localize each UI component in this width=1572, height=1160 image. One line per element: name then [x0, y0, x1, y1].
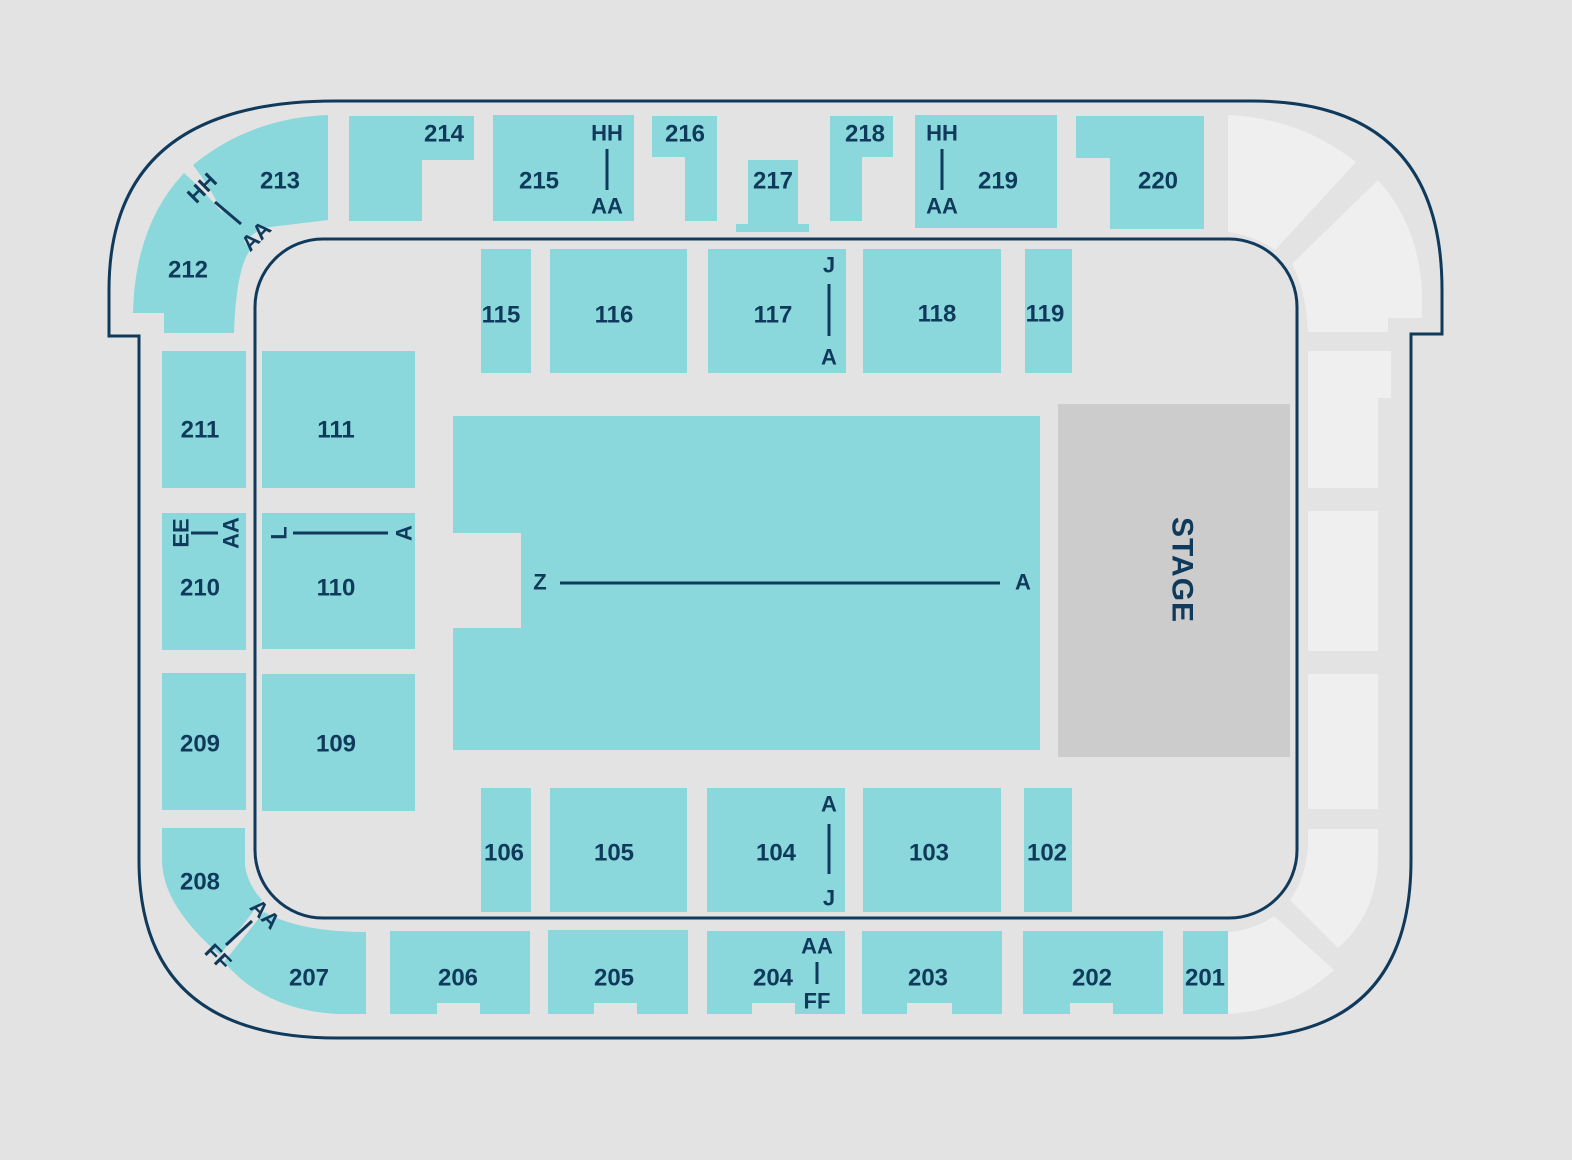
section-105[interactable] [550, 788, 687, 912]
section-213-label: 213 [260, 168, 300, 195]
section-202[interactable] [1023, 931, 1163, 1014]
unavailable-section [1308, 351, 1391, 488]
unavailable-section [1228, 916, 1334, 1014]
section-208-label: 208 [180, 869, 220, 896]
section-211-label: 211 [181, 417, 220, 444]
section-117-label: 117 [754, 302, 793, 329]
unavailable-section [1228, 115, 1356, 250]
section-209[interactable] [162, 673, 246, 810]
section-216-label: 216 [665, 121, 705, 148]
section-118[interactable] [863, 249, 1001, 373]
section-214[interactable] [349, 116, 474, 221]
section-117[interactable] [708, 249, 846, 373]
section-111-label: 111 [317, 417, 354, 444]
section-219[interactable] [915, 115, 1057, 228]
section-115-label: 115 [482, 302, 521, 329]
row-210-right-label: AA [219, 517, 244, 549]
section-220-label: 220 [1138, 168, 1178, 195]
section-210[interactable] [162, 513, 246, 650]
inner-bowl-outline [253, 237, 1299, 920]
section-217-label: 217 [753, 168, 793, 195]
unavailable-section [1290, 829, 1378, 948]
section-111[interactable] [262, 351, 415, 488]
row-110-left-label: L [267, 526, 292, 539]
row-117-bottom-label: A [821, 345, 837, 370]
section-204-label: 204 [753, 965, 794, 992]
section-203[interactable] [862, 931, 1002, 1014]
section-211[interactable] [162, 351, 246, 488]
section-214-label: 214 [424, 121, 465, 148]
section-104-label: 104 [756, 840, 797, 867]
row-204-top-label: AA [801, 934, 833, 959]
section-106-label: 106 [484, 840, 524, 867]
section-116-label: 116 [595, 302, 634, 329]
unavailable-section [1308, 511, 1378, 651]
section-119[interactable] [1025, 249, 1072, 373]
row-204-bottom-label: FF [804, 989, 831, 1014]
section-103[interactable] [863, 788, 1001, 912]
unavailable-section [1292, 180, 1422, 332]
section-106[interactable] [481, 788, 531, 912]
section-218[interactable] [830, 116, 893, 221]
section-205-label: 205 [594, 965, 634, 992]
section-202-label: 202 [1072, 965, 1112, 992]
section-119-label: 119 [1026, 301, 1065, 328]
section-215-label: 215 [519, 168, 559, 195]
floor-row-first-label: Z [533, 570, 546, 595]
unavailable-sections [1228, 115, 1422, 1014]
section-218-label: 218 [845, 121, 885, 148]
row-215-top-label: HH [591, 121, 623, 146]
row-104-top-label: A [821, 792, 837, 817]
section-105-label: 105 [594, 840, 634, 867]
row-215-bottom-label: AA [591, 194, 623, 219]
section-102-label: 102 [1027, 840, 1067, 867]
section-206[interactable] [390, 931, 530, 1014]
row-117-top-label: J [823, 253, 835, 278]
stage [1058, 404, 1290, 757]
section-205[interactable] [548, 930, 688, 1014]
section-207[interactable] [224, 912, 366, 1014]
row-104-bottom-label: J [823, 886, 835, 911]
section-109[interactable] [262, 674, 415, 811]
section-labels: 213 212 214 215 216 217 218 219 220 211 … [168, 121, 1225, 992]
section-201[interactable] [1183, 931, 1228, 1014]
section-110[interactable] [262, 513, 415, 649]
section-104[interactable] [707, 788, 845, 912]
section-201-label: 201 [1185, 965, 1225, 992]
section-209-label: 209 [180, 731, 220, 758]
section-203-label: 203 [908, 965, 948, 992]
row-219-bottom-label: AA [926, 194, 958, 219]
section-206-label: 206 [438, 965, 478, 992]
section-102[interactable] [1024, 788, 1072, 912]
section-220[interactable] [1076, 116, 1204, 229]
section-215[interactable] [493, 115, 634, 221]
section-109-label: 109 [316, 731, 356, 758]
section-204[interactable] [707, 931, 845, 1014]
floor-row-last-label: A [1015, 570, 1031, 595]
row-110-right-label: A [392, 525, 417, 541]
section-212-label: 212 [168, 257, 208, 284]
section-216[interactable] [652, 116, 717, 221]
row-210-left-label: EE [169, 518, 194, 547]
section-116[interactable] [550, 249, 687, 373]
section-103-label: 103 [909, 840, 949, 867]
section-207-label: 207 [289, 965, 329, 992]
row-219-top-label: HH [926, 121, 958, 146]
stage-label: STAGE [1166, 517, 1199, 623]
section-217[interactable] [736, 160, 809, 232]
row-range-lines [191, 149, 1000, 984]
section-208[interactable] [162, 828, 262, 955]
section-212[interactable] [133, 173, 250, 333]
unavailable-section [1308, 674, 1378, 809]
section-118-label: 118 [918, 301, 957, 328]
section-115[interactable] [481, 249, 531, 373]
section-219-label: 219 [978, 168, 1018, 195]
section-210-label: 210 [180, 575, 220, 602]
section-110-label: 110 [317, 575, 356, 602]
